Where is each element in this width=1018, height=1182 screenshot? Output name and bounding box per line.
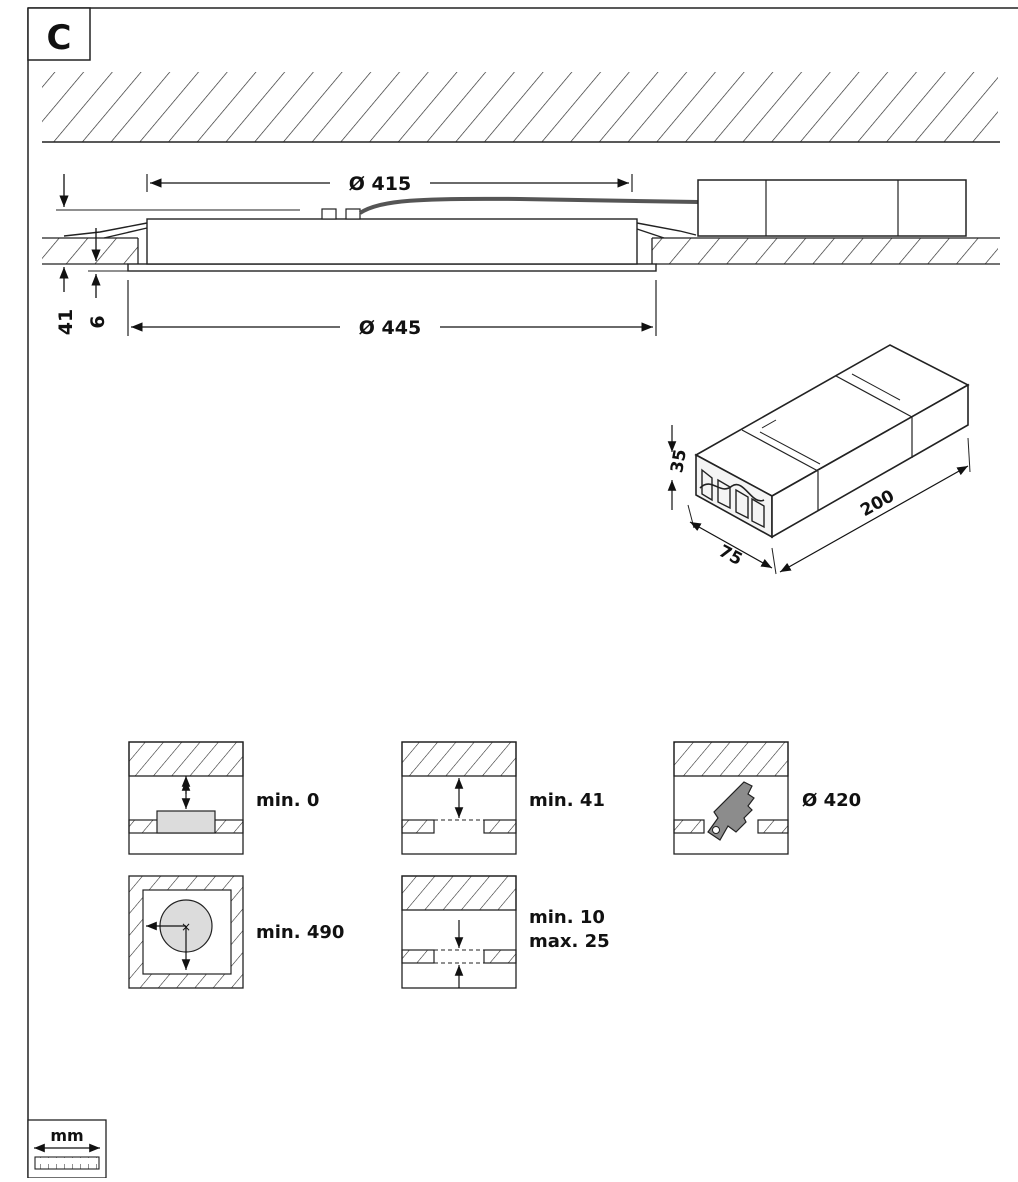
requirement-label: min. 41	[529, 790, 605, 811]
requirement-label: min. 490	[256, 922, 344, 943]
requirement-board-thickness: min. 10 max. 25	[401, 875, 610, 989]
flange-label: 6	[87, 315, 109, 328]
ceiling-board	[42, 237, 1000, 265]
ceiling-slab	[42, 72, 1000, 143]
driver-height-label: 35	[667, 448, 691, 475]
units-label: mm	[50, 1126, 83, 1145]
requirement-label-max: max. 25	[529, 931, 610, 952]
requirement-label: min. 0	[256, 790, 319, 811]
page-frame	[27, 7, 1018, 1178]
requirement-min-41: min. 41	[401, 741, 605, 855]
inner-diameter-label: Ø 415	[349, 173, 411, 195]
driver-width-label: 75	[715, 541, 745, 570]
depth-label: 41	[55, 309, 77, 335]
dimension-depth: 41	[55, 174, 300, 335]
requirement-label: Ø 420	[802, 790, 861, 811]
dimension-flange: 6	[87, 228, 128, 329]
units-legend: mm	[27, 1119, 107, 1179]
ruler-icon	[34, 1156, 100, 1170]
driver-length-label: 200	[857, 486, 898, 521]
section-label: C	[27, 7, 91, 61]
dimension-outer-diameter: Ø 445	[127, 280, 657, 339]
requirement-cutout: Ø 420	[673, 741, 861, 855]
saw-icon	[707, 781, 755, 841]
driver-side-view	[697, 179, 967, 237]
requirement-label-min: min. 10	[529, 907, 605, 928]
center-mark: ×	[181, 920, 191, 934]
luminaire-side-view	[63, 196, 699, 272]
outer-diameter-label: Ø 445	[359, 317, 421, 339]
requirement-min-0: min. 0	[128, 741, 319, 855]
dimension-inner-diameter: Ø 415	[146, 173, 633, 195]
driver-isometric	[694, 344, 970, 539]
requirement-min-490: × min. 490	[128, 875, 344, 989]
section-letter: C	[47, 18, 72, 58]
